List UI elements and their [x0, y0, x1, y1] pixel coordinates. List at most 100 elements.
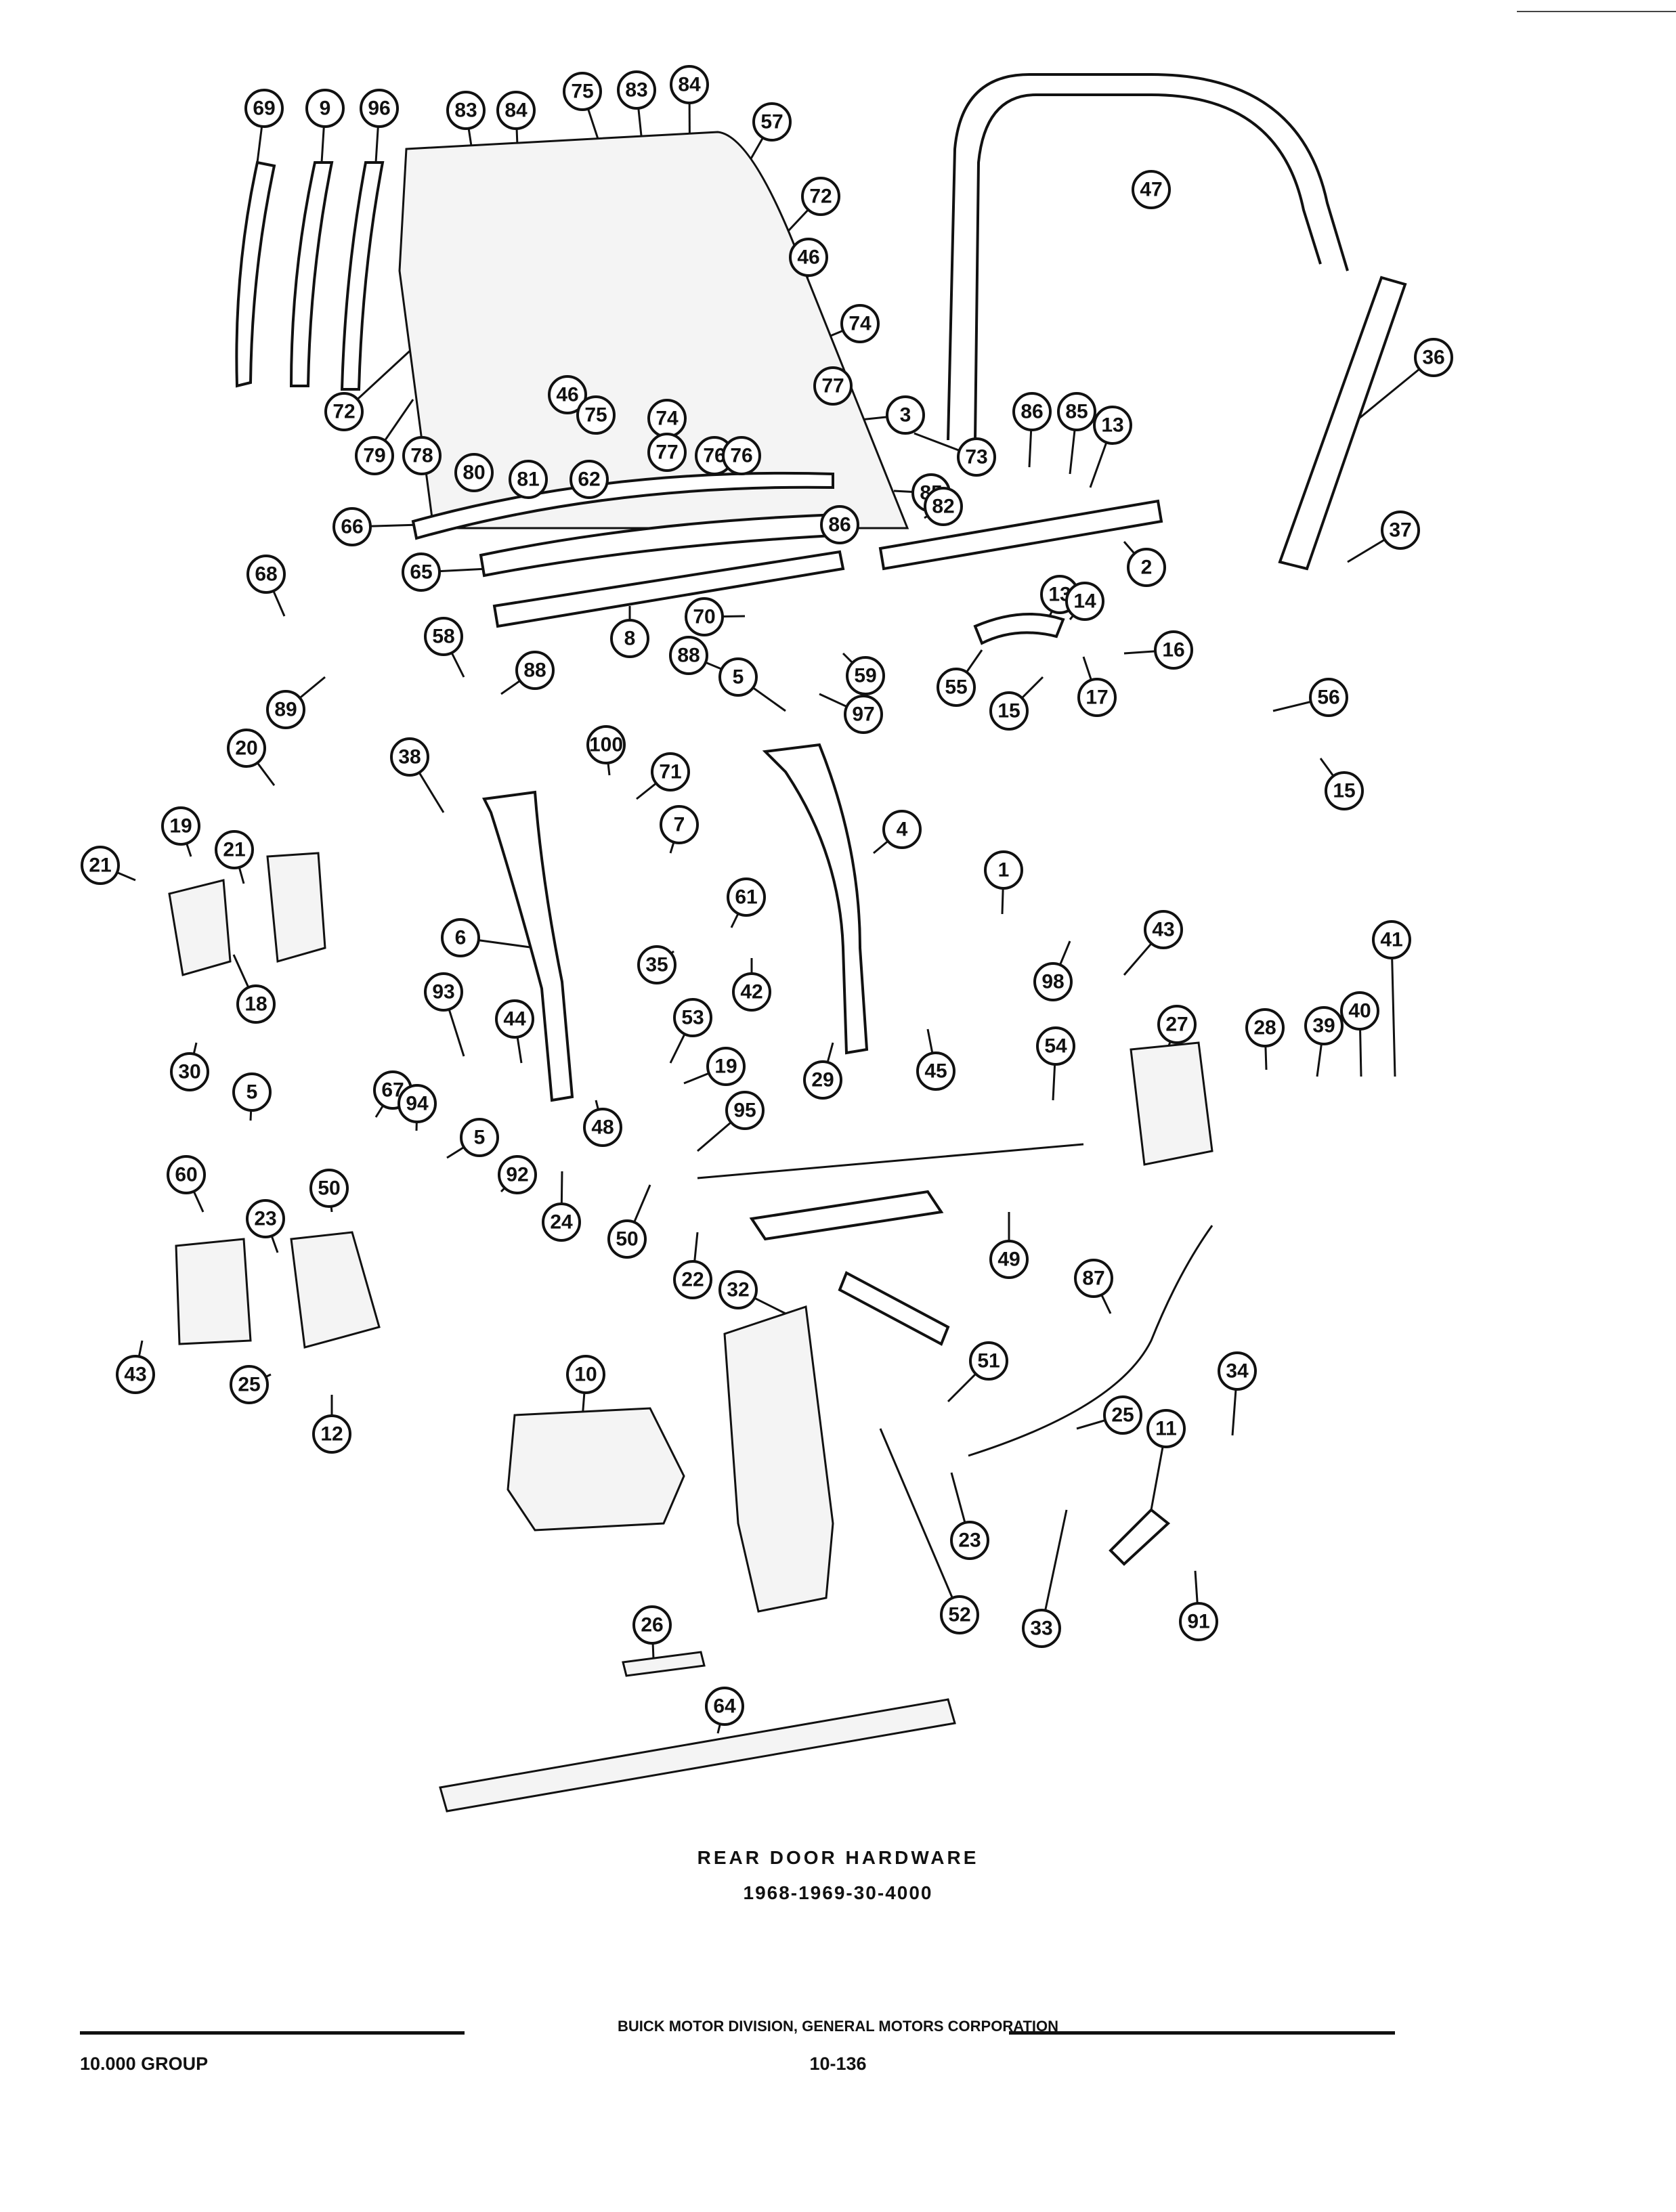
- callout-label: 73: [965, 446, 987, 469]
- callout-33: 33: [1022, 1609, 1061, 1648]
- callout-label: 75: [571, 81, 593, 103]
- callout-75: 75: [576, 395, 616, 435]
- callout-label: 60: [175, 1164, 197, 1186]
- callout-label: 38: [398, 746, 421, 768]
- footer-group: 10.000 GROUP: [80, 2054, 209, 2074]
- callout-label: 72: [332, 401, 355, 423]
- callout-label: 25: [1111, 1404, 1134, 1427]
- callout-label: 91: [1187, 1611, 1209, 1633]
- callout-label: 13: [1101, 414, 1123, 437]
- callout-label: 70: [693, 606, 715, 628]
- callout-79: 79: [355, 436, 394, 475]
- callout-10: 10: [566, 1355, 605, 1394]
- callout-label: 20: [235, 737, 257, 760]
- callout-62: 62: [570, 460, 609, 499]
- callout-label: 28: [1253, 1017, 1276, 1039]
- footer-page-number: 10-136: [809, 2054, 867, 2074]
- rod-48: [697, 1143, 1084, 1179]
- footer-rule-left: [80, 2031, 465, 2035]
- bottom-rail-31: [439, 1698, 956, 1813]
- callout-label: 23: [958, 1530, 981, 1552]
- callout-label: 17: [1086, 687, 1108, 709]
- callout-72: 72: [801, 177, 840, 216]
- callout-15: 15: [989, 691, 1029, 731]
- callout-label: 83: [625, 79, 647, 102]
- callout-23: 23: [950, 1521, 989, 1560]
- callout-57: 57: [752, 102, 792, 142]
- callout-label: 97: [852, 703, 874, 726]
- callout-label: 5: [246, 1081, 258, 1104]
- door-frame-part: [947, 73, 1349, 441]
- callout-95: 95: [725, 1091, 765, 1130]
- channel-strip-96: [340, 161, 385, 391]
- sash-66: [411, 471, 834, 540]
- callout-label: 26: [641, 1614, 663, 1636]
- callout-49: 49: [989, 1240, 1029, 1279]
- regulator-arm: [749, 1190, 950, 1346]
- callout-86: 86: [1012, 392, 1052, 431]
- callout-label: 10: [574, 1364, 597, 1386]
- callout-46: 46: [789, 238, 828, 277]
- lock-part: [1130, 1041, 1213, 1166]
- callout-label: 21: [89, 854, 111, 877]
- callout-label: 29: [811, 1069, 834, 1091]
- callout-label: 95: [733, 1100, 756, 1122]
- callout-label: 86: [1020, 401, 1043, 423]
- rod-51: [968, 1225, 1213, 1457]
- callout-label: 7: [674, 814, 685, 836]
- page-edge-line: [1517, 11, 1676, 12]
- callout-48: 48: [583, 1108, 622, 1147]
- callout-label: 5: [733, 666, 744, 689]
- callout-83: 83: [617, 70, 656, 110]
- callout-label: 46: [556, 384, 578, 406]
- callout-leader-41: [1390, 939, 1396, 1077]
- callout-label: 52: [948, 1604, 970, 1626]
- callout-94: 94: [397, 1084, 437, 1123]
- callout-label: 64: [713, 1695, 736, 1718]
- callout-18: 18: [236, 984, 276, 1024]
- callout-label: 40: [1348, 1000, 1371, 1022]
- callout-label: 55: [945, 676, 967, 699]
- callout-label: 98: [1041, 971, 1064, 993]
- callout-label: 58: [432, 626, 454, 648]
- callout-label: 33: [1030, 1618, 1052, 1640]
- callout-58: 58: [424, 617, 463, 656]
- callout-41: 41: [1372, 920, 1411, 959]
- callout-label: 43: [1152, 919, 1174, 941]
- callout-label: 21: [223, 839, 245, 861]
- callout-label: 51: [977, 1350, 1000, 1372]
- callout-15: 15: [1325, 771, 1364, 810]
- callout-70: 70: [685, 597, 724, 636]
- callout-label: 68: [255, 563, 277, 586]
- callout-leader-33: [1040, 1509, 1068, 1629]
- callout-label: 79: [363, 445, 385, 467]
- callout-label: 18: [244, 993, 267, 1016]
- footer-rule-right: [1009, 2031, 1395, 2035]
- callout-22: 22: [673, 1260, 712, 1299]
- callout-81: 81: [509, 460, 548, 499]
- callout-label: 41: [1380, 929, 1402, 951]
- callout-label: 61: [735, 886, 757, 909]
- callout-label: 85: [1065, 401, 1088, 423]
- hinge-lower-part: [175, 1231, 381, 1349]
- callout-label: 76: [730, 445, 752, 467]
- callout-21: 21: [215, 830, 254, 869]
- callout-69: 69: [244, 89, 284, 128]
- glass-part: [398, 131, 909, 529]
- callout-label: 74: [848, 313, 872, 335]
- callout-77: 77: [813, 366, 853, 406]
- callout-28: 28: [1245, 1008, 1285, 1047]
- callout-label: 36: [1422, 347, 1444, 369]
- callout-label: 50: [616, 1228, 638, 1251]
- callout-30: 30: [170, 1052, 209, 1091]
- callout-59: 59: [846, 656, 885, 695]
- callout-87: 87: [1074, 1259, 1113, 1298]
- callout-label: 62: [578, 469, 600, 491]
- callout-76: 76: [722, 436, 761, 475]
- callout-91: 91: [1179, 1602, 1218, 1641]
- callout-47: 47: [1132, 170, 1171, 209]
- callout-label: 9: [320, 97, 331, 120]
- callout-label: 84: [504, 100, 528, 122]
